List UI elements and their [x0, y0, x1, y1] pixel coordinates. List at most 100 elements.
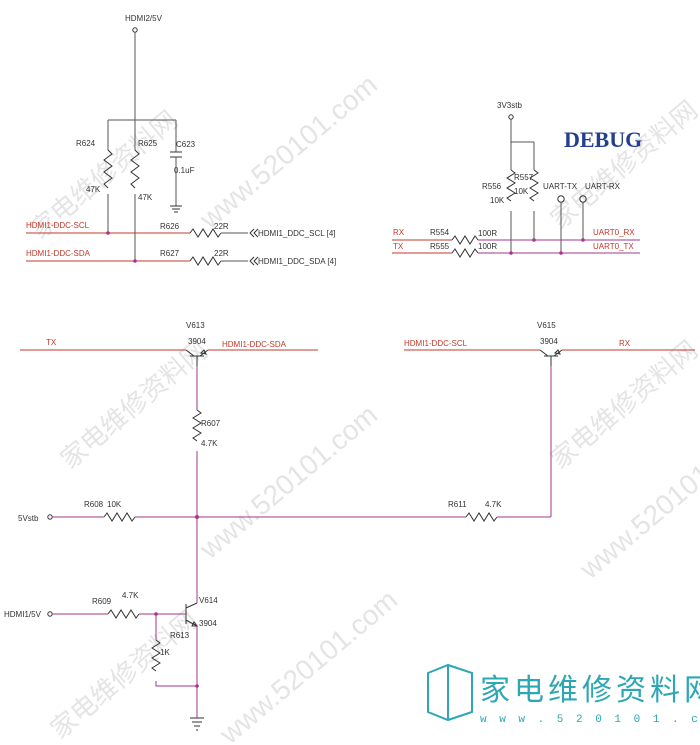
transistor-v614-legs — [185, 602, 198, 627]
resistor-r555 — [451, 248, 479, 258]
capacitor-c623 — [170, 151, 182, 158]
net-label-uart0-rx: UART0_RX — [593, 228, 635, 237]
ref-v615: V615 — [537, 321, 556, 330]
watermark-layer: 家电维修资料网 www.520101.com 家电维修资料网 家电维修资料网 w… — [25, 69, 700, 745]
net-label-hdmi2-5v: HDMI2/5V — [125, 14, 163, 23]
watermark-site-1: www.520101.com — [193, 69, 383, 235]
net-label-hdmi1-5v: HDMI1/5V — [4, 610, 42, 619]
value-v614: 3904 — [199, 619, 217, 628]
value-r627: 22R — [214, 249, 229, 258]
site-logo: 家电维修资料网 w w w . 5 2 0 1 0 1 . c o m — [427, 663, 700, 726]
net-label-uart-rx-tp: UART-RX — [585, 182, 621, 191]
net-label-rx-right: RX — [619, 339, 631, 348]
value-c623: 0.1uF — [174, 166, 195, 175]
ref-r611: R611 — [448, 500, 467, 509]
wire — [155, 681, 197, 687]
ref-c623: C623 — [176, 140, 196, 149]
resistor-r611 — [465, 512, 498, 522]
transistor-arrow-icon — [553, 349, 561, 355]
debug-uart-block: DEBUG 3V3stb R556 10K R557 10K UART-TX U… — [392, 101, 642, 258]
ground-icon — [170, 205, 182, 213]
hdmi-ddc-pullup-block: HDMI2/5V R624 47K R625 47K C623 0.1uF HD… — [26, 14, 336, 266]
value-r613: 1K — [160, 648, 170, 657]
resistor-r625 — [130, 149, 140, 189]
level-shift-block: TX V613 3904 HDMI1-DDC-SDA R607 4.7K HDM… — [4, 321, 695, 731]
resistor-r554 — [451, 235, 479, 245]
value-r557: 10K — [514, 187, 529, 196]
net-label-3v3stb: 3V3stb — [497, 101, 522, 110]
resistor-r626 — [189, 228, 222, 238]
off-page-arrow-icon — [249, 228, 259, 238]
ref-r613: R613 — [170, 631, 190, 640]
power-pin-3v3stb — [508, 114, 514, 120]
net-label-tx-left: TX — [46, 338, 57, 347]
ref-v613: V613 — [186, 321, 205, 330]
junction-dot — [509, 251, 513, 255]
value-r556: 10K — [490, 196, 505, 205]
junction-dot — [532, 238, 536, 242]
junction-dot — [581, 238, 585, 242]
net-label-uart0-tx: UART0_TX — [593, 242, 634, 251]
watermark-site-4: www.520101.com — [213, 584, 403, 745]
junction-dot — [195, 515, 199, 519]
watermark-cn-4: 家电维修资料网 — [545, 335, 700, 475]
net-label-rx-in: RX — [393, 228, 405, 237]
resistor-r609 — [107, 609, 140, 619]
transistor-arrow-icon — [199, 349, 207, 355]
ref-r627: R627 — [160, 249, 180, 258]
ref-r556: R556 — [482, 182, 502, 191]
junction-dot — [559, 251, 563, 255]
junction-dot — [106, 231, 110, 235]
power-pin-5vstb — [47, 514, 53, 520]
power-pin-hdmi2-5v — [132, 27, 138, 33]
ref-r626: R626 — [160, 222, 180, 231]
value-r554: 100R — [478, 229, 497, 238]
value-r607: 4.7K — [201, 439, 218, 448]
value-v615: 3904 — [540, 337, 558, 346]
ref-r624: R624 — [76, 139, 96, 148]
book-icon — [427, 663, 473, 722]
value-r609: 4.7K — [122, 591, 139, 600]
junction-dot — [133, 259, 137, 263]
watermark-cn-2: 家电维修资料网 — [545, 95, 700, 235]
ref-r609: R609 — [92, 597, 112, 606]
ref-r607: R607 — [201, 419, 221, 428]
value-r624: 47K — [86, 185, 101, 194]
value-r625: 47K — [138, 193, 153, 202]
value-r608: 10K — [107, 500, 122, 509]
net-label-sda-left: HDMI1-DDC-SDA — [26, 249, 91, 258]
wire — [510, 119, 534, 143]
value-r626: 22R — [214, 222, 229, 231]
logo-cn-text: 家电维修资料网 — [480, 673, 700, 708]
ref-r554: R554 — [430, 228, 450, 237]
logo-url-text: w w w . 5 2 0 1 0 1 . c o m — [480, 714, 700, 726]
resistor-r607 — [192, 409, 202, 442]
resistor-r556 — [506, 169, 516, 202]
transistor-arrow-icon — [191, 621, 198, 627]
ref-v614: V614 — [199, 596, 218, 605]
net-label-5vstb: 5Vstb — [18, 514, 39, 523]
resistor-r608 — [103, 512, 136, 522]
ref-r557: R557 — [514, 173, 534, 182]
net-label-uart-tx-tp: UART-TX — [543, 182, 578, 191]
junction-dot — [195, 684, 199, 688]
net-label-sda-out: HDMI1_DDC_SDA [4] — [258, 257, 336, 266]
watermark-cn-5: 家电维修资料网 — [45, 605, 204, 745]
watermark-site-2: www.520101.com — [193, 399, 383, 565]
off-page-arrow-icon — [249, 256, 259, 266]
value-v613: 3904 — [188, 337, 206, 346]
value-r611: 4.7K — [485, 500, 502, 509]
ref-r555: R555 — [430, 242, 450, 251]
net-label-scl-out: HDMI1_DDC_SCL [4] — [258, 229, 336, 238]
net-label-scl-v615: HDMI1-DDC-SCL — [404, 339, 468, 348]
net-label-tx-in: TX — [393, 242, 404, 251]
value-r555: 100R — [478, 242, 497, 251]
ref-r625: R625 — [138, 139, 158, 148]
resistor-r613 — [151, 639, 161, 672]
net-label-scl-left: HDMI1-DDC-SCL — [26, 221, 90, 230]
debug-title: DEBUG — [564, 127, 642, 152]
resistor-r624 — [103, 149, 113, 189]
resistor-r557 — [529, 169, 539, 202]
